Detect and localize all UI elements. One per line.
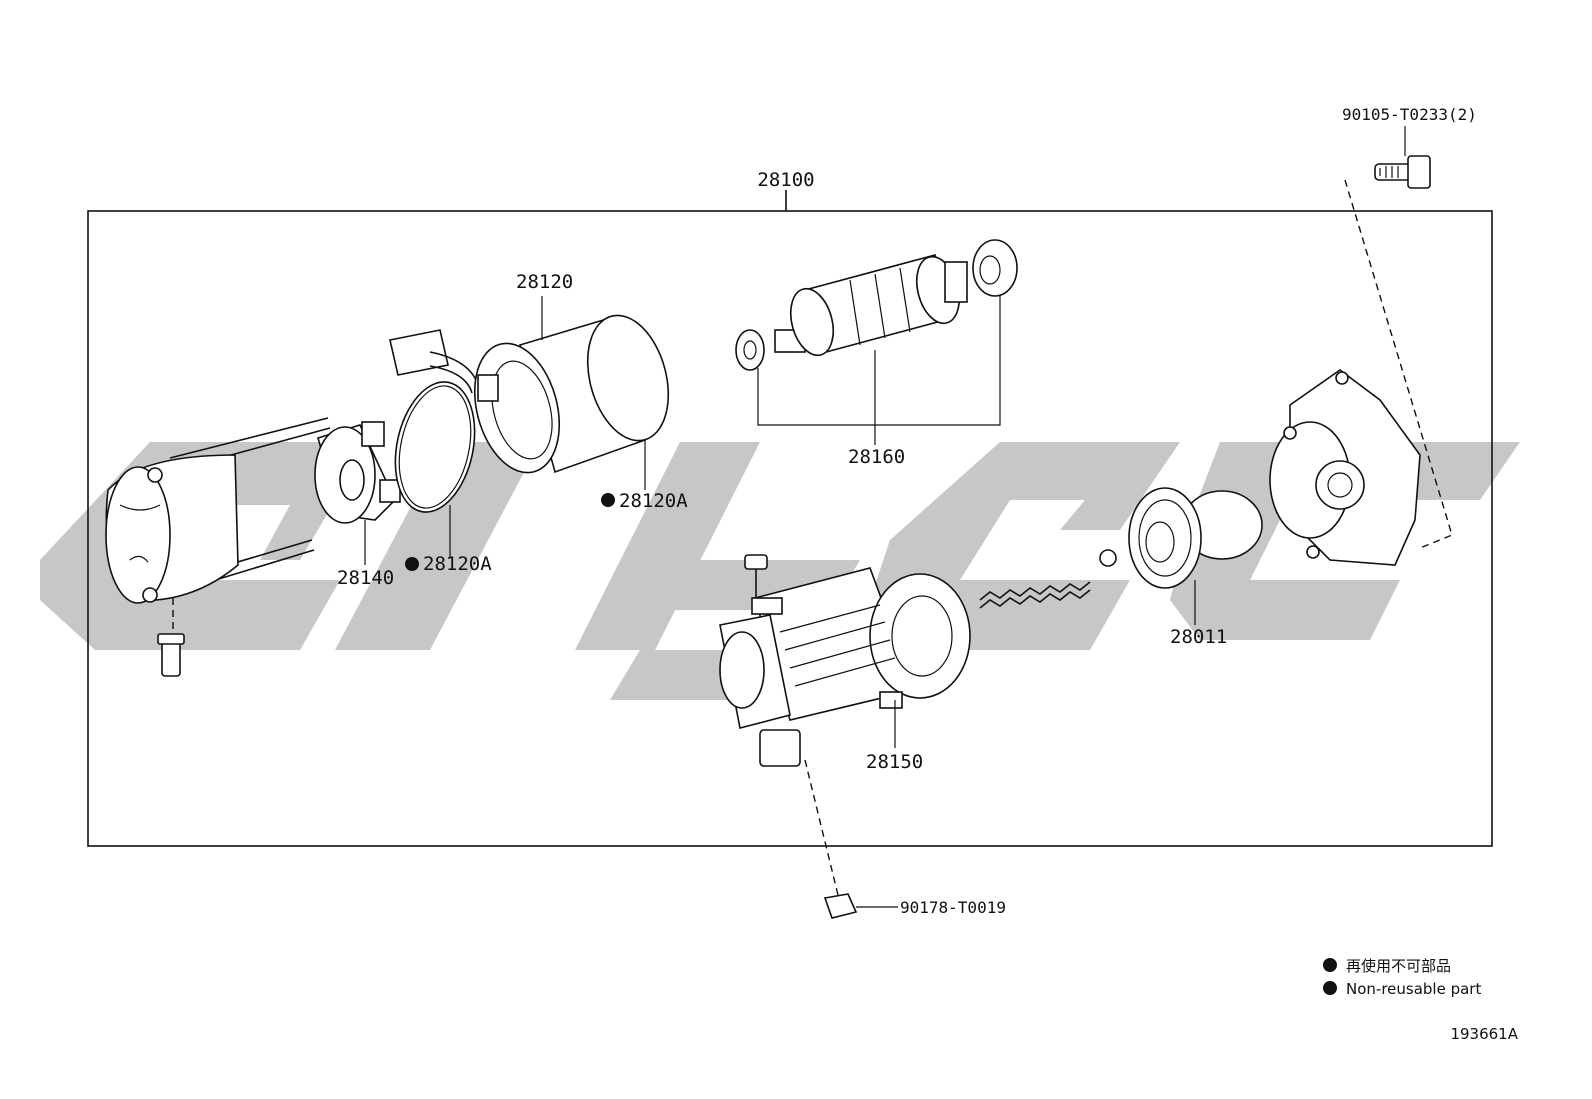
assembly-frame [87,210,1493,847]
pinion-gear-part [1128,487,1263,589]
o-ring-left-label: 28120A [423,553,492,575]
drive-housing-part [1269,369,1421,566]
yoke-label: 28120 [516,271,573,293]
brush-holder-part [314,421,401,524]
bolt-90105-label: 90105-T0233(2) [1342,105,1477,124]
non-reusable-marker-left [405,557,419,571]
legend-bullet-en [1323,981,1337,995]
figure-id: 193661A [1450,1025,1518,1043]
nut-90178-part [823,893,858,919]
legend-jp-text: 再使用不可部品 [1346,957,1451,975]
nut-90178-label: 90178-T0019 [900,898,1006,917]
legend-en-text: Non-reusable part [1346,980,1481,998]
o-ring-right-label: 28120A [619,490,688,512]
magnetic-switch-label: 28150 [866,751,923,773]
legend-bullet-jp [1323,958,1337,972]
assembly-number-label: 28100 [757,169,814,191]
armature-part [735,239,1018,371]
yoke-part [389,314,670,474]
steel-ball-part [1099,549,1117,567]
brush-holder-label: 28140 [337,567,394,589]
armature-label: 28160 [848,446,905,468]
rear-end-frame-part [105,417,331,604]
magnetic-switch-part [719,554,971,767]
pinion-gear-label: 28011 [1170,626,1227,648]
legend: 再使用不可部品 Non-reusable part [1323,957,1481,998]
terminal-screw-part [157,633,185,677]
return-spring-part [979,581,1091,609]
non-reusable-marker-right [601,493,615,507]
o-ring-left-part [394,381,476,513]
bolt-90105-part [1374,155,1431,189]
